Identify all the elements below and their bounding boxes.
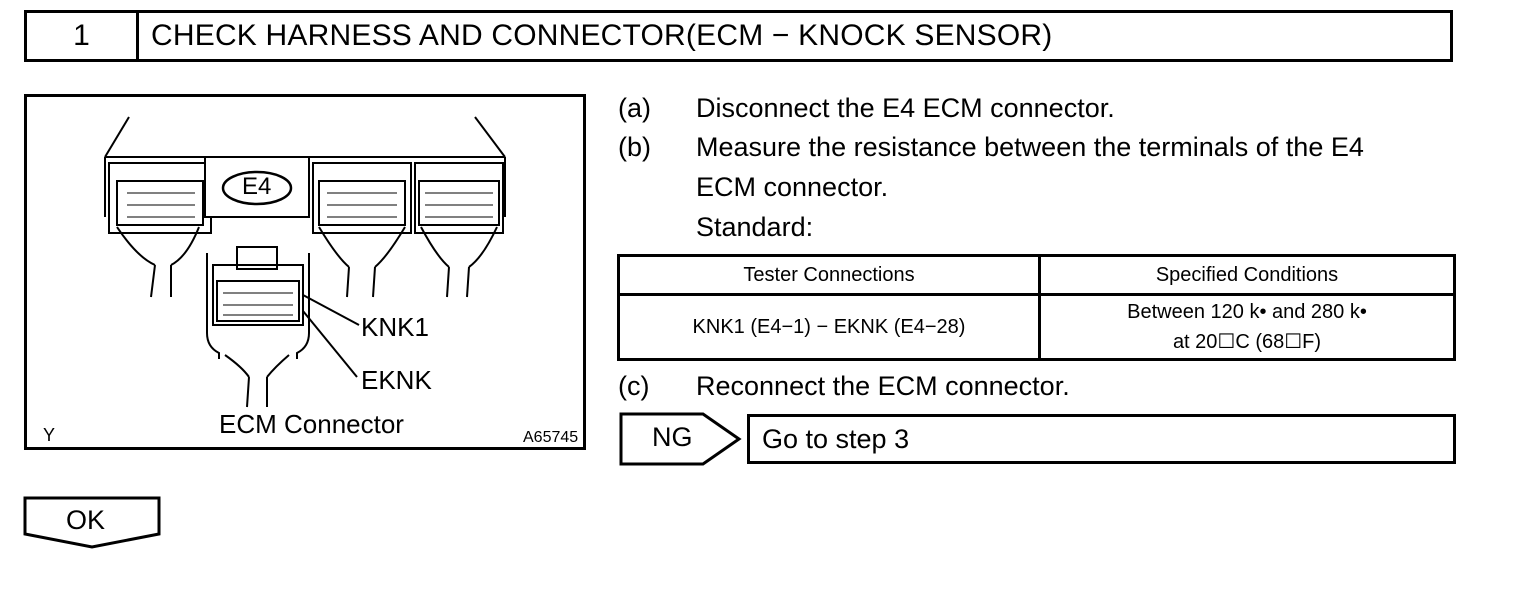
figure-id: A65745: [523, 429, 579, 446]
step-title: CHECK HARNESS AND CONNECTOR(ECM − KNOCK …: [151, 19, 1053, 52]
standard-label: Standard:: [696, 212, 814, 242]
connector-e4-label: E4: [242, 173, 272, 200]
ecm-connector-illustration: E4 KNK1 EKNK ECM Connector Y A65745: [24, 94, 586, 450]
spec-table: Tester Connections Specified Conditions …: [617, 254, 1456, 361]
ng-arrow-icon: [619, 412, 742, 466]
step-c-label: (c): [618, 371, 650, 401]
step-b-label: (b): [618, 132, 651, 162]
ok-arrow-icon: [23, 496, 161, 549]
ecm-connector-drawing: [104, 116, 506, 408]
step-header: 1 CHECK HARNESS AND CONNECTOR(ECM − KNOC…: [24, 10, 1453, 62]
condition-line1: Between 120 k• and 280 k•: [1127, 301, 1367, 323]
table-row: KNK1 (E4−1) − EKNK (E4−28) Between 120 k…: [617, 293, 1456, 361]
step-a-text: Disconnect the E4 ECM connector.: [696, 93, 1115, 123]
illustration-caption: ECM Connector: [219, 409, 404, 439]
cell-condition: Between 120 k• and 280 k• at 20☐C (68☐F): [1038, 293, 1456, 361]
header-tester-connections: Tester Connections: [617, 254, 1041, 296]
condition-line2: at 20☐C (68☐F): [1172, 331, 1322, 353]
table-header-row: Tester Connections Specified Conditions: [617, 254, 1456, 296]
step-b-text-line2: ECM connector.: [696, 172, 889, 202]
header-specified-conditions: Specified Conditions: [1038, 254, 1456, 296]
step-b-text-line1: Measure the resistance between the termi…: [696, 132, 1364, 162]
callout-knk1: KNK1: [361, 312, 429, 342]
corner-mark: Y: [43, 425, 56, 445]
callout-eknk: EKNK: [361, 365, 432, 395]
ng-label: NG: [652, 422, 693, 452]
step-a-label: (a): [618, 93, 651, 123]
step-number: 1: [27, 13, 139, 59]
cell-connection: KNK1 (E4−1) − EKNK (E4−28): [617, 293, 1041, 361]
step-c-text: Reconnect the ECM connector.: [696, 371, 1070, 401]
ng-action-box: Go to step 3: [747, 414, 1456, 464]
ok-label: OK: [66, 505, 106, 535]
